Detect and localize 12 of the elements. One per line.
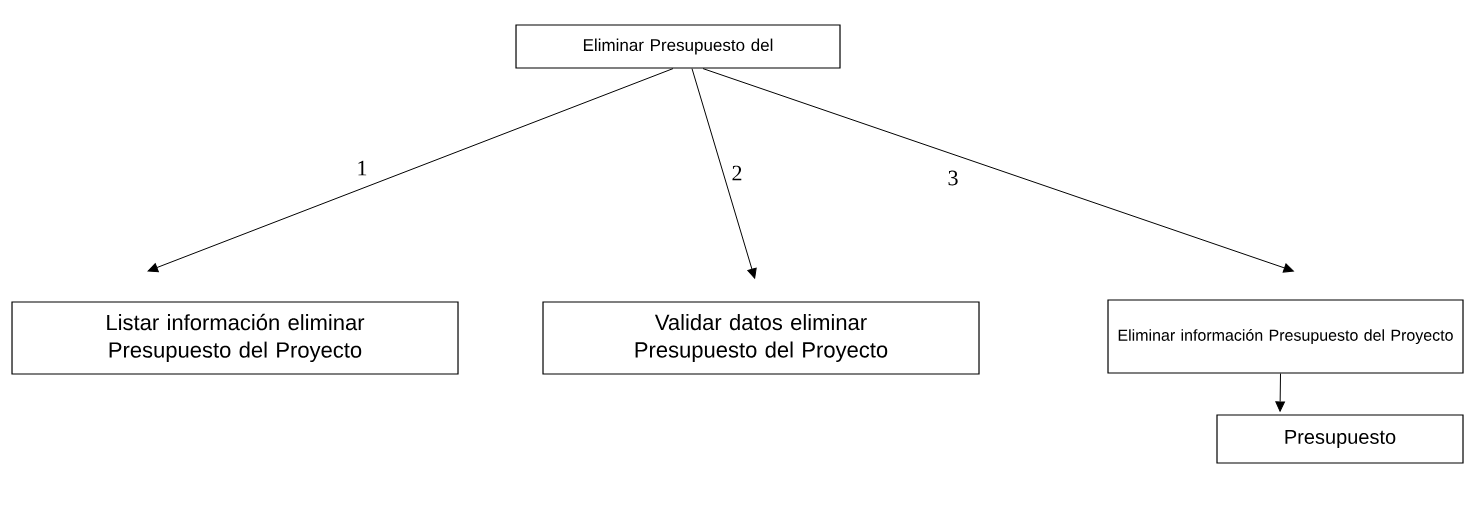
process-box: Eliminar información Presupuesto del Proyecto: [1107, 299, 1464, 374]
arrow: [1275, 373, 1285, 412]
arrow: [147, 68, 674, 273]
edge-label: 3: [946, 169, 960, 187]
edge-label: 2: [730, 164, 744, 182]
process-box: Listar información eliminar Presupuesto del Proyecto: [11, 301, 459, 375]
process-box: Validar datos eliminar Presupuesto del Proyecto: [542, 301, 980, 375]
process-box: Eliminar Presupuesto del: [515, 24, 841, 69]
arrow: [691, 68, 757, 279]
process-box: Presupuesto: [1216, 414, 1464, 464]
arrow: [702, 68, 1294, 273]
edge-label: 1: [355, 159, 369, 177]
